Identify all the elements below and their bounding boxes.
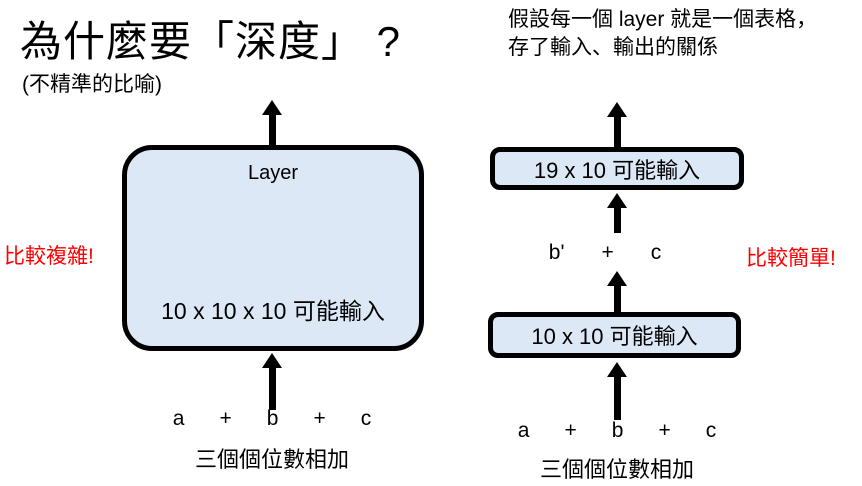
page-subtitle: (不精準的比喻) — [22, 73, 162, 96]
arrow-stem — [613, 208, 621, 233]
arrow-head — [607, 362, 627, 377]
left-equation: a + b + c — [122, 407, 422, 431]
bottom-layer-box: 10 x 10 可能輸入 — [488, 312, 741, 358]
equation-term: b — [266, 407, 279, 430]
up-arrow — [261, 353, 283, 410]
right-equation-caption: 三個個位數相加 — [539, 457, 694, 482]
equation-operator: + — [219, 407, 232, 430]
arrow-stem — [613, 286, 621, 313]
arrow-head — [262, 353, 282, 368]
arrow-stem — [613, 117, 621, 147]
layer-table-note: 假設每一個 layer 就是一個表格， 存了輸入、輸出的關係 — [508, 6, 817, 62]
top-layer-box: 19 x 10 可能輸入 — [490, 147, 744, 190]
up-arrow — [261, 100, 283, 146]
arrow-head — [607, 193, 627, 208]
right-equation: a + b + c — [467, 419, 767, 443]
layer-box: Layer 10 x 10 x 10 可能輸入 — [122, 145, 424, 351]
arrow-head — [262, 100, 282, 115]
equation-term: c — [360, 407, 372, 430]
equation-term: a — [172, 407, 185, 430]
equation-operator: + — [601, 241, 614, 264]
up-arrow — [606, 102, 628, 147]
equation-operator: + — [313, 407, 326, 430]
layer-box-title: Layer — [247, 162, 299, 184]
note-line-2: 存了輸入、輸出的關係 — [508, 36, 718, 59]
page-title: 為什麼要「深度」 ? — [20, 18, 402, 65]
arrow-head — [607, 271, 627, 286]
note-line-1: 假設每一個 layer 就是一個表格， — [508, 8, 818, 31]
up-arrow — [606, 193, 628, 233]
up-arrow — [606, 362, 628, 420]
arrow-stem — [268, 368, 276, 410]
equation-term: a — [517, 419, 530, 442]
equation-term: c — [705, 419, 717, 442]
equation-operator: + — [564, 419, 577, 442]
equation-term: c — [650, 241, 662, 264]
complex-label: 比較複雜! — [4, 245, 94, 268]
up-arrow — [606, 271, 628, 313]
arrow-stem — [613, 377, 621, 420]
equation-term: b' — [548, 241, 565, 264]
equation-operator: + — [658, 419, 671, 442]
middle-equation: b' + c — [475, 241, 735, 265]
arrow-stem — [268, 115, 276, 146]
equation-term: b — [611, 419, 624, 442]
arrow-head — [607, 102, 627, 117]
layer-box-caption: 10 x 10 x 10 可能輸入 — [161, 298, 385, 324]
left-equation-caption: 三個個位數相加 — [194, 447, 349, 472]
simple-label: 比較簡單! — [746, 247, 836, 270]
